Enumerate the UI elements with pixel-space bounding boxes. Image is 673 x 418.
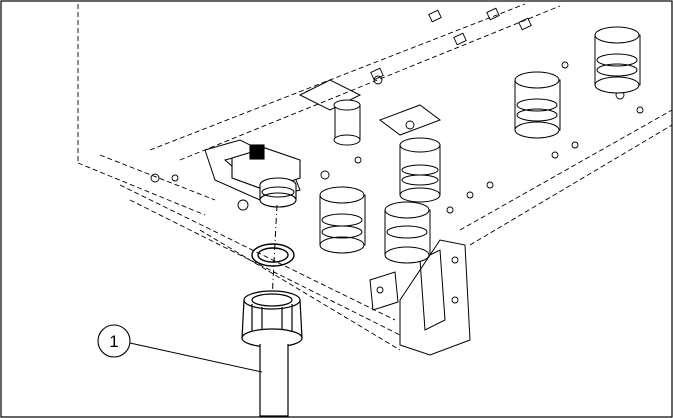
sealing-washer xyxy=(251,243,295,267)
plate-holes xyxy=(150,61,644,304)
callout-circle xyxy=(97,324,131,358)
connector-small xyxy=(333,99,361,146)
callout-number: 1 xyxy=(109,332,118,351)
connector-top-right xyxy=(594,26,641,94)
connector-center xyxy=(399,137,441,203)
plate-slots xyxy=(370,7,532,81)
connector-lower-left xyxy=(319,186,366,254)
hose xyxy=(259,344,289,417)
callout-leader xyxy=(129,342,263,373)
connector-lower-center xyxy=(384,201,431,264)
mounting-plate xyxy=(204,79,471,356)
assembly-axis xyxy=(271,204,278,301)
valve-connectors xyxy=(319,26,641,264)
hose-nut xyxy=(241,290,303,348)
appliance-housing-outline xyxy=(77,3,673,351)
inlet-valve xyxy=(231,144,301,208)
connector-right-mid xyxy=(514,71,561,139)
